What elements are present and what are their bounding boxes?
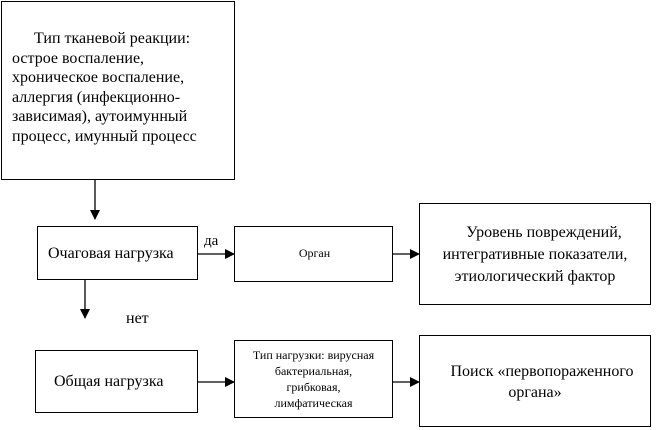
edge-label-no: нет	[126, 310, 149, 327]
first-organ-search-text: Поиск «первопораженного органа»	[420, 361, 650, 403]
edge-label-yes: да	[204, 233, 219, 249]
reaction-type-box: Тип тканевой реакции: острое воспаление,…	[1, 1, 235, 180]
damage-level-line-2: интегративные показатели,	[442, 246, 628, 263]
load-type-line-3: грибковая,	[286, 380, 341, 394]
load-type-text: Тип нагрузки: вирусная бактериальная, гр…	[235, 347, 392, 411]
reaction-type-line-6: процесс, имунный процесс	[12, 127, 197, 145]
reaction-type-line-2: острое воспаление,	[12, 49, 145, 67]
damage-level-line-1: Уровень повреждений,	[466, 224, 622, 241]
organ-label: Орган	[298, 246, 331, 260]
first-organ-search-box: Поиск «первопораженного органа»	[419, 335, 651, 427]
damage-level-text: Уровень повреждений, интегративные показ…	[420, 222, 650, 288]
load-type-line-4: лимфатическая	[274, 396, 353, 410]
reaction-type-line-1: Тип тканевой реакции:	[34, 30, 191, 47]
load-type-box: Тип нагрузки: вирусная бактериальная, гр…	[234, 340, 393, 418]
organ-box: Орган	[234, 226, 393, 282]
load-type-line-1: Тип нагрузки: вирусная	[252, 348, 375, 362]
reaction-type-line-3: хроническое воспаление,	[12, 69, 185, 86]
first-organ-search-line-2: органа»	[508, 384, 562, 401]
first-organ-search-line-1: Поиск «первопораженного	[450, 363, 634, 380]
reaction-type-line-4: аллергия (инфекционно-	[12, 88, 181, 106]
focal-load-box: Очаговая нагрузка	[37, 226, 198, 280]
focal-load-label: Очаговая нагрузка	[48, 245, 174, 262]
reaction-type-text: Тип тканевой реакции: острое воспаление,…	[12, 29, 234, 146]
damage-level-box: Уровень повреждений, интегративные показ…	[419, 203, 651, 305]
general-load-box: Общая нагрузка	[35, 350, 198, 413]
general-load-label: Общая нагрузка	[54, 373, 164, 390]
load-type-line-2: бактериальная,	[274, 364, 353, 378]
reaction-type-line-5: зависимая), аутоимунный	[12, 108, 188, 125]
damage-level-line-3: этиологический фактор	[454, 268, 616, 285]
